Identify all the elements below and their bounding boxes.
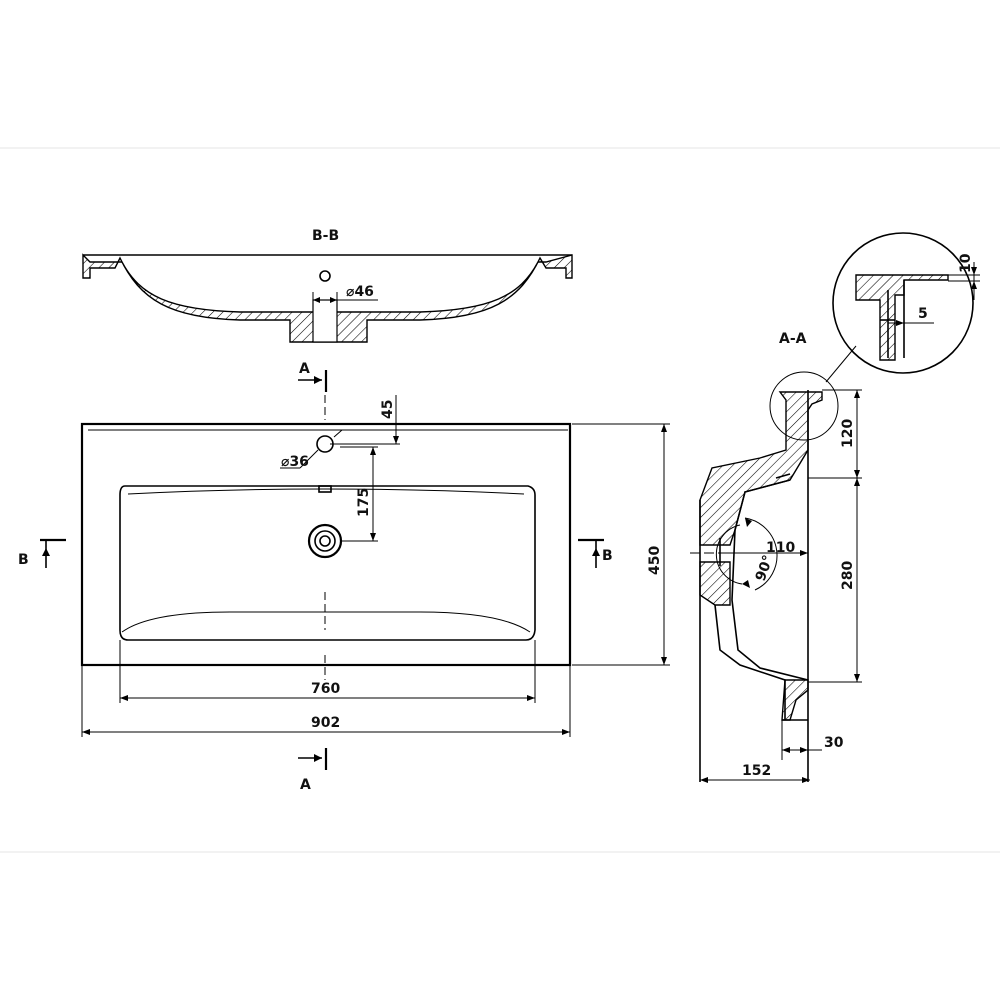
svg-text:110: 110 (766, 540, 795, 556)
svg-text:90°: 90° (753, 553, 777, 583)
dim-hole-46: ⌀46 (346, 284, 374, 300)
svg-text:30: 30 (824, 735, 844, 751)
svg-text:760: 760 (311, 681, 340, 697)
detail-view: 10 5 (832, 232, 980, 374)
section-aa-label: A-A (779, 331, 807, 347)
cut-marker-a-top: A (298, 361, 328, 392)
top-view (80, 395, 572, 680)
svg-text:120: 120 (840, 419, 856, 448)
dim-175: 175 (340, 446, 378, 542)
svg-text:152: 152 (742, 763, 771, 779)
dim-120: 120 (808, 389, 862, 479)
svg-text:280: 280 (840, 561, 856, 590)
cut-marker-a-bottom: A (298, 748, 328, 793)
dim-45: 45 (330, 395, 400, 445)
svg-text:5: 5 (918, 306, 928, 322)
svg-text:A: A (300, 777, 311, 793)
svg-text:B: B (602, 548, 613, 564)
cut-marker-b-right: B (578, 538, 613, 568)
svg-text:450: 450 (647, 546, 663, 575)
dim-30: 30 (781, 720, 844, 760)
dim-902: 902 (81, 665, 571, 737)
dim-152: 152 (700, 763, 810, 783)
svg-text:⌀36: ⌀36 (281, 454, 309, 470)
section-aa-shell (699, 391, 823, 546)
dim-110: 110 (720, 540, 808, 556)
section-aa-view: A-A 90° (690, 331, 857, 782)
cut-marker-b-left: B (18, 538, 66, 568)
dim-280: 280 (808, 478, 862, 683)
dim-36: ⌀36 (280, 429, 343, 470)
svg-text:902: 902 (311, 715, 340, 731)
dim-760: 760 (119, 640, 536, 703)
section-bb-label: B-B (312, 228, 339, 244)
dim-450: 450 (572, 423, 670, 666)
drain (307, 523, 343, 559)
section-bb-view: B-B ⌀46 (82, 228, 573, 343)
svg-text:175: 175 (356, 488, 372, 517)
svg-text:A: A (299, 361, 310, 377)
overflow-hole (319, 270, 331, 282)
svg-text:45: 45 (380, 400, 396, 419)
countertop-outline (80, 422, 572, 667)
svg-text:B: B (18, 552, 29, 568)
svg-text:10: 10 (958, 253, 974, 273)
bowl-outline (119, 485, 536, 641)
